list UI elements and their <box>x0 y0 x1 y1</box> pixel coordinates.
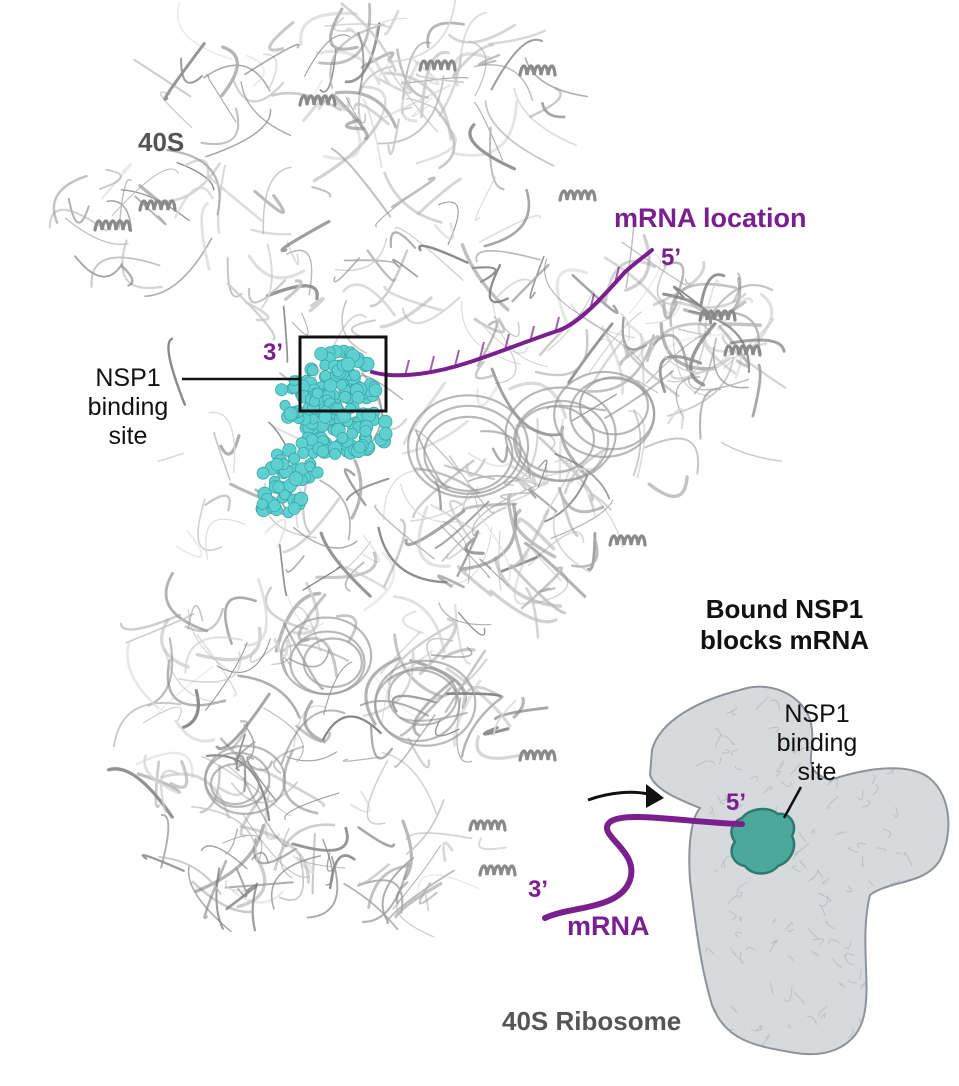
schematic-site-label-line-3: site <box>797 758 837 786</box>
schematic-title-line-2: blocks mRNA <box>699 625 870 655</box>
mrna-bases <box>404 266 620 377</box>
schematic-site-label-line-2: binding <box>776 729 858 757</box>
nsp1-site-label-line-1: NSP1 <box>95 364 161 392</box>
mrna-label-schematic: mRNA <box>567 911 650 941</box>
three-prime-label-structure: 3’ <box>263 339 284 366</box>
ribosome-schematic <box>542 685 950 1056</box>
nsp1-site-label-line-3: site <box>108 422 148 450</box>
mrna-location-label: mRNA location <box>614 203 807 233</box>
nsp1-site-label-structure: NSP1 binding site <box>70 364 186 451</box>
entry-arrow-icon <box>587 790 653 802</box>
subunit-label-40s: 40S <box>138 127 185 157</box>
five-prime-label-schematic: 5’ <box>726 789 747 816</box>
schematic-site-pointer-line <box>782 786 803 819</box>
schematic-title-line-1: Bound NSP1 <box>705 594 864 624</box>
schematic-title: Bound NSP1 blocks mRNA <box>672 594 897 656</box>
nsp1-blob <box>730 807 796 875</box>
protein-helices <box>93 59 762 877</box>
ribosome-silhouette <box>648 685 950 1056</box>
nsp1-highlight-box <box>298 335 388 413</box>
ribosome-label-schematic: 40S Ribosome <box>502 1006 682 1036</box>
schematic-site-label-line-1: NSP1 <box>784 700 850 728</box>
mrna-strand-schematic <box>542 813 745 921</box>
three-prime-label-schematic: 3’ <box>528 876 549 903</box>
entry-arrow-head <box>646 784 664 808</box>
ribosome-40s-structure <box>48 0 787 938</box>
five-prime-label-structure: 5’ <box>661 244 682 271</box>
rrna-strands <box>48 0 787 938</box>
nsp1-site-label-line-2: binding <box>87 393 169 421</box>
nsp1-site-label-schematic: NSP1 binding site <box>762 700 872 787</box>
